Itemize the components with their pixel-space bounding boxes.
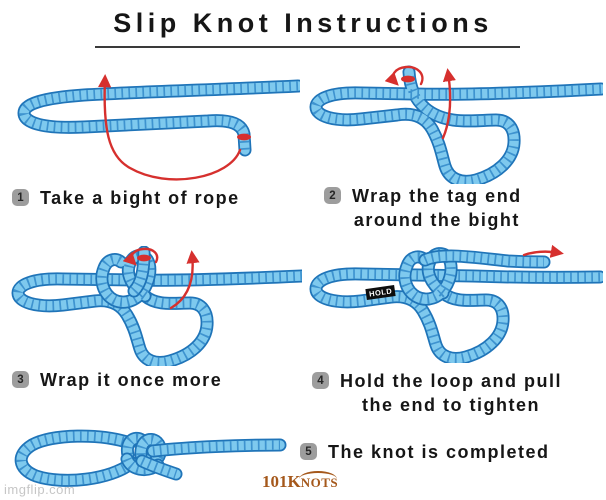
step-1-text: Take a bight of rope [40,188,240,208]
step-4-illustration [309,245,603,363]
step-1-number-badge: 1 [12,189,29,206]
step-2-caption: 2 Wrap the tag end around the bight [324,184,522,232]
step-3-illustration [11,246,302,366]
step-4-text-line-1: Hold the loop and pull [340,371,562,391]
step-5-illustration [14,429,287,487]
step-2-illustration [309,65,603,184]
step-1-caption: 1 Take a bight of rope [12,186,240,210]
step-5-caption: 5 The knot is completed [300,440,550,464]
step-3-number-badge: 3 [12,371,29,388]
step-5-text: The knot is completed [328,442,550,462]
step-4-number-badge: 4 [312,372,329,389]
step-4-text-line-2: the end to tighten [362,395,540,415]
step-3-caption: 3 Wrap it once more [12,368,222,392]
imgflip-watermark: imgflip.com [4,482,76,497]
title-underline [95,46,520,48]
step-5-number-badge: 5 [300,443,317,460]
step-3-text: Wrap it once more [40,370,223,390]
step-2-text-line-1: Wrap the tag end [352,186,522,206]
page-title: Slip Knot Instructions [113,8,493,38]
step-2-number-badge: 2 [324,187,341,204]
step-4-caption: 4 Hold the loop and pull the end to tigh… [312,369,562,417]
step-2-text-line-2: around the bight [353,210,520,230]
logo-prefix: 101K [262,472,301,491]
logo-arc [298,471,337,479]
step-1-illustration [17,74,300,181]
